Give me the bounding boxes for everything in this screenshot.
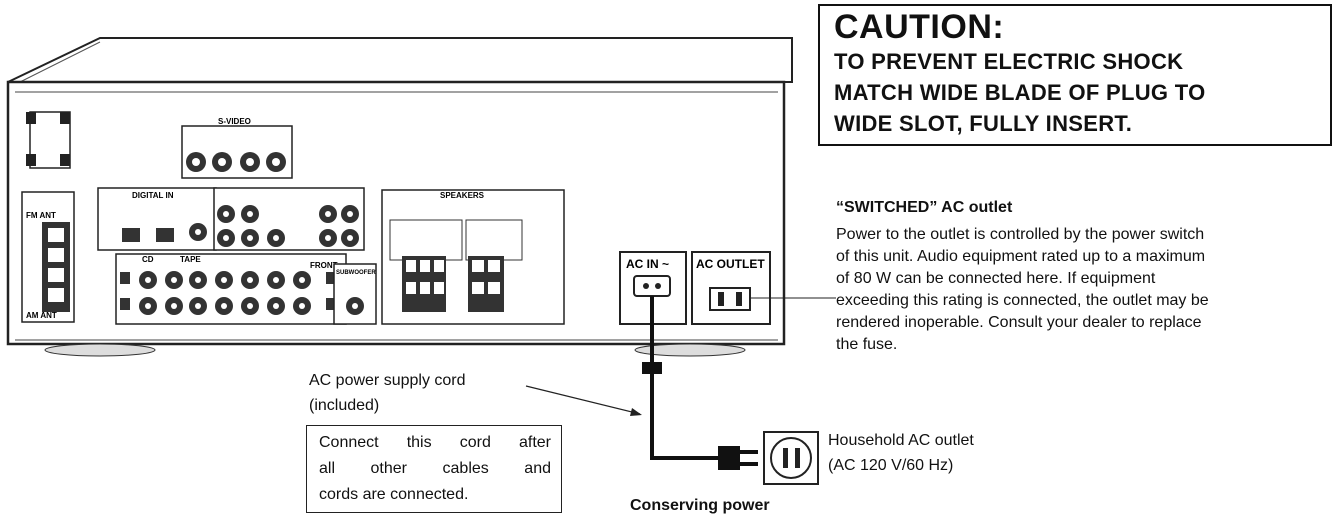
subwoofer-label: SUBWOOFER	[336, 270, 376, 276]
cord-arrow-line	[525, 385, 641, 415]
note-line: cords are connected.	[319, 486, 469, 503]
am-ant-label: AM ANT	[26, 311, 57, 320]
description-line: of 80 W can be connected here. If equipm…	[836, 270, 1156, 287]
cd-label: CD	[142, 255, 154, 264]
s-video-jacks: S-VIDEO	[181, 117, 293, 179]
s-video-label: S-VIDEO	[218, 117, 251, 126]
household-outlet-label: Household AC outlet (AC 120 V/60 Hz)	[828, 428, 974, 478]
digital-in-label: DIGITAL IN	[132, 191, 174, 200]
switched-outlet-description: Power to the outlet is controlled by the…	[836, 224, 1332, 356]
description-line: exceeding this rating is connected, the …	[836, 292, 1209, 309]
household-line: (AC 120 V/60 Hz)	[828, 457, 954, 474]
note-line: all other cables and	[319, 460, 551, 477]
right-foot	[634, 343, 746, 357]
ac-outlet-label: AC OUTLET	[696, 257, 765, 271]
plug-icon	[718, 446, 758, 470]
switched-outlet-heading: “SWITCHED” AC outlet	[836, 199, 1013, 216]
description-line: of this unit. Audio equipment rated up t…	[836, 248, 1206, 265]
fm-ant-label: FM ANT	[26, 211, 56, 220]
caution-line: TO PREVENT ELECTRIC SHOCK	[834, 49, 1184, 74]
antenna-terminals: FM ANT AM ANT	[21, 191, 75, 323]
speaker-terminals: SPEAKERS	[381, 189, 565, 325]
front-label: FRONT	[310, 261, 338, 270]
caution-line: WIDE SLOT, FULLY INSERT.	[834, 111, 1133, 136]
power-cord-label: AC power supply cord (included)	[309, 368, 466, 418]
ac-outlet-socket: AC OUTLET	[691, 251, 771, 325]
caution-line: MATCH WIDE BLADE OF PLUG TO	[834, 80, 1206, 105]
power-cord	[650, 296, 720, 460]
video-jacks	[213, 187, 365, 251]
audio-rca-jacks: CD TAPE FRONT	[115, 253, 347, 325]
receiver-top-surface	[7, 37, 793, 83]
household-line: Household AC outlet	[828, 432, 974, 449]
note-line: Connect this cord after	[319, 434, 551, 451]
description-line: rendered inoperable. Consult your dealer…	[836, 314, 1202, 331]
ac-in-label: AC IN ~	[626, 257, 669, 271]
tape-label: TAPE	[180, 255, 201, 264]
speakers-label: SPEAKERS	[440, 191, 485, 200]
description-line: Power to the outlet is controlled by the…	[836, 226, 1205, 243]
conserving-power-heading: Conserving power	[630, 497, 770, 514]
cord-connector	[642, 362, 662, 374]
caution-title: CAUTION:	[834, 8, 1005, 46]
wall-outlet-icon	[763, 431, 819, 485]
ac-in-socket: AC IN ~	[619, 251, 687, 325]
connection-note-box: Connect this cord after all other cables…	[306, 425, 562, 513]
cord-label-line: (included)	[309, 397, 380, 414]
digital-input-jacks: DIGITAL IN	[97, 187, 217, 251]
description-line: the fuse.	[836, 336, 898, 353]
loop-antenna-holder	[26, 111, 71, 169]
cord-label-line: AC power supply cord	[309, 372, 466, 389]
subwoofer-out-jack: SUBWOOFER	[333, 263, 377, 325]
caution-box: CAUTION: TO PREVENT ELECTRIC SHOCK MATCH…	[818, 4, 1332, 146]
cord-arrow-head	[630, 408, 642, 416]
left-foot	[44, 343, 156, 357]
